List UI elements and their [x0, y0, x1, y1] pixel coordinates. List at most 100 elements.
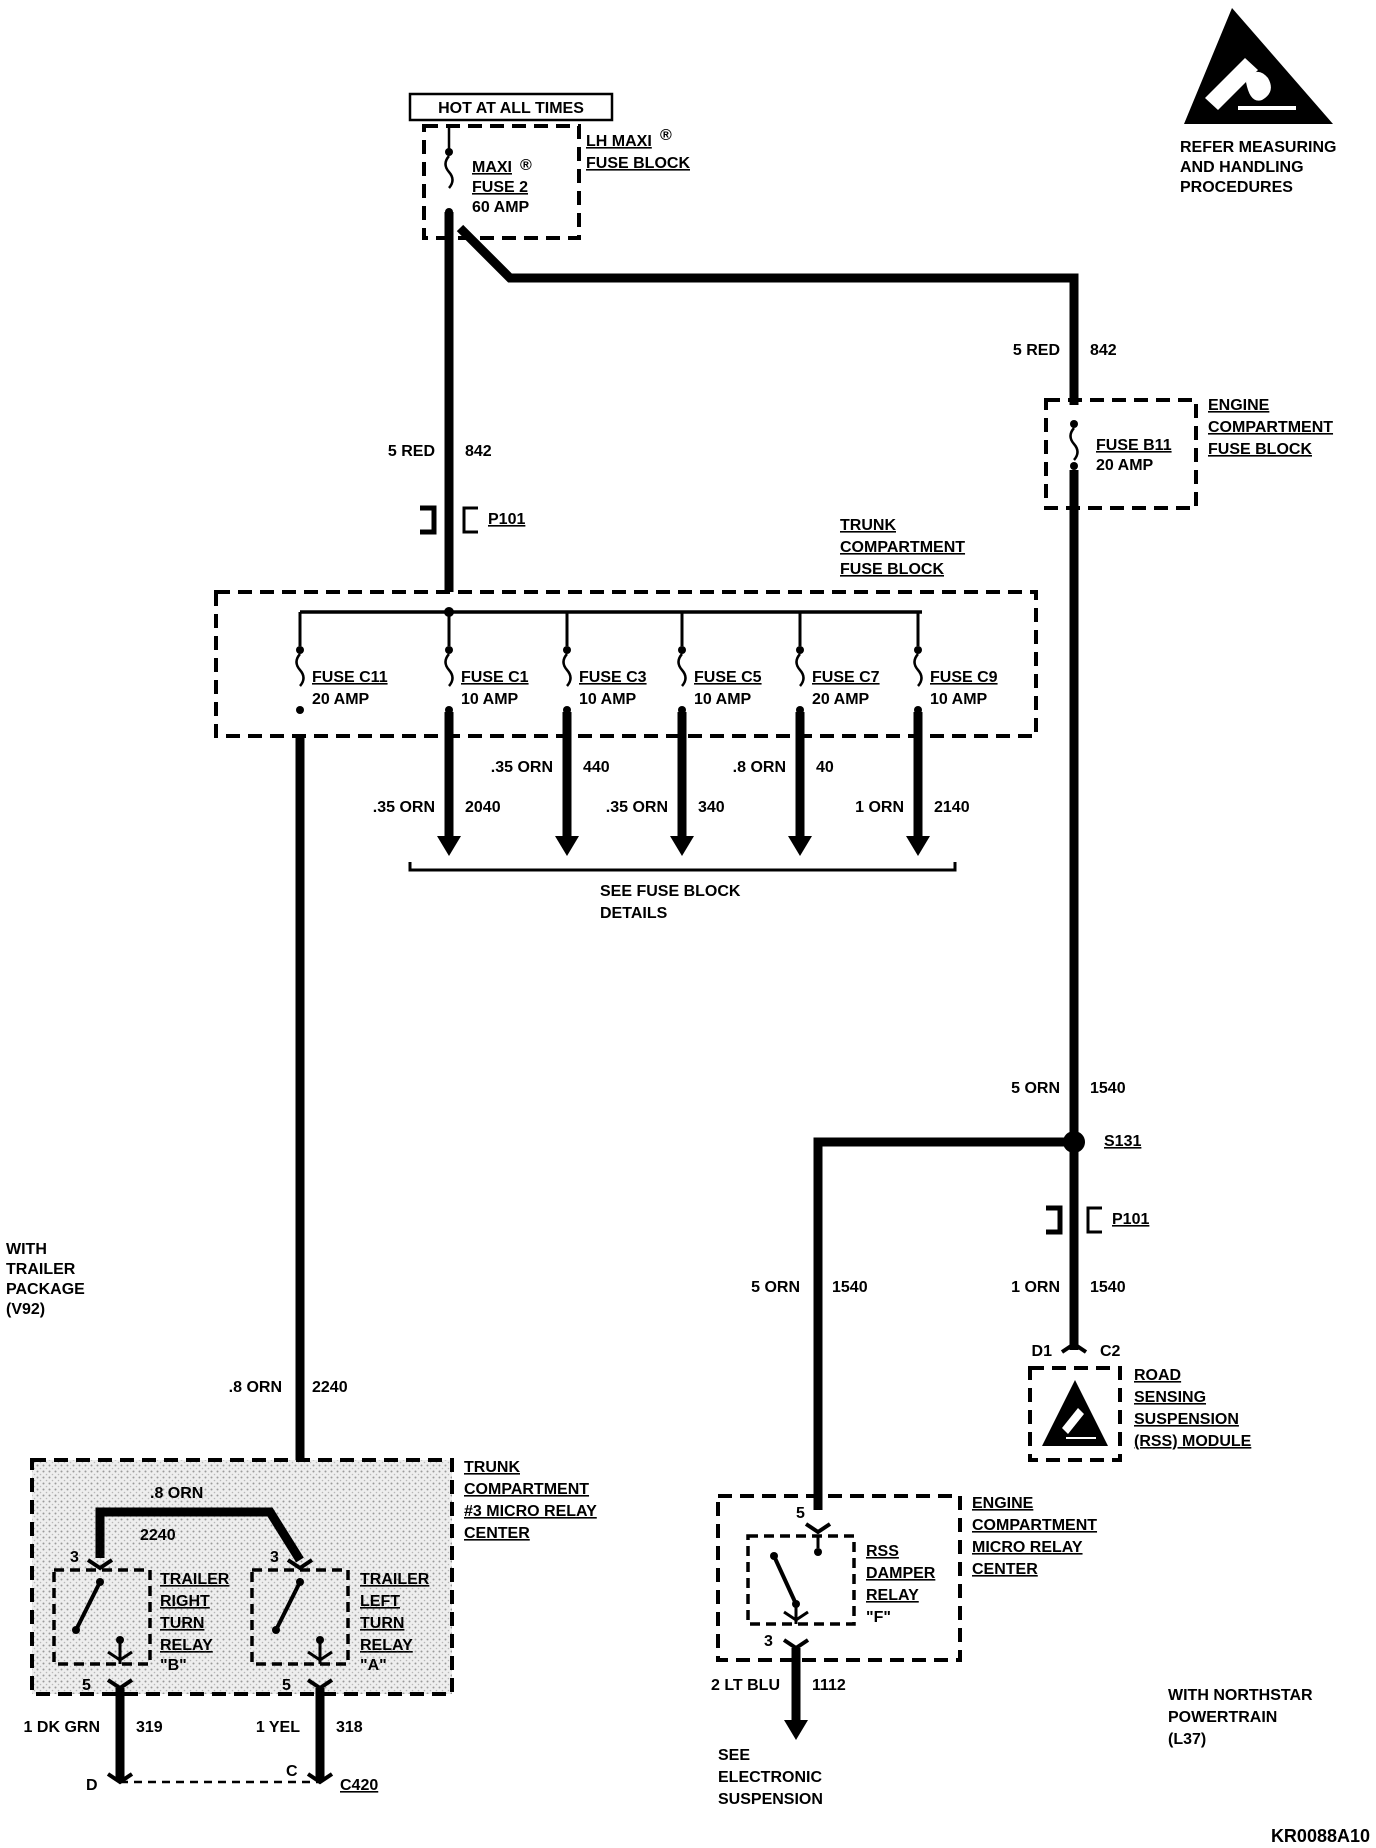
fuse-b11-rating: 20 AMP — [1096, 457, 1154, 474]
trailer-note-line-1: WITH — [6, 1241, 47, 1258]
damper-out-arrow — [784, 1720, 808, 1740]
fuse-output-arrow-0 — [437, 836, 461, 856]
electronic-suspension-line-2: ELECTRONIC — [718, 1769, 822, 1786]
trunk-fuse-2: FUSE C3 10 AMP — [562, 612, 647, 714]
left-main-gauge: 5 RED — [388, 443, 435, 460]
engine-fuse-block-label-2: COMPARTMENT — [1208, 419, 1333, 436]
right-relay-code: "B" — [160, 1657, 187, 1674]
rss-pin-d1: D1 — [1032, 1343, 1053, 1360]
northstar-note-line-1: WITH NORTHSTAR — [1168, 1687, 1313, 1704]
trailer-feed-gauge: .8 ORN — [229, 1379, 282, 1396]
trunk-fuse-name-2: FUSE C3 — [579, 669, 647, 686]
engine-micro-relay-label-1: ENGINE — [972, 1495, 1034, 1512]
fuse-b11-label: FUSE B11 — [1096, 437, 1172, 454]
trunk-fuse-block-label-2: COMPARTMENT — [840, 539, 965, 556]
trunk-micro-relay-label-4: CENTER — [464, 1525, 530, 1542]
rss-feed-circuit: 1540 — [1090, 1279, 1126, 1296]
right-relay-pin-5: 5 — [82, 1677, 91, 1694]
fuse-output-gauge-3: .8 ORN — [733, 759, 786, 776]
trunk-fuse-block-label-3: FUSE BLOCK — [840, 561, 944, 578]
fuse-output-arrow-2 — [670, 836, 694, 856]
rss-pin-c2: C2 — [1100, 1343, 1121, 1360]
left-relay-label-3: TURN — [360, 1615, 404, 1632]
rss-module-connector — [1060, 1341, 1088, 1354]
trailer-note-line-4: (V92) — [6, 1301, 45, 1318]
rss-module-label-1: ROAD — [1134, 1367, 1181, 1384]
fuse-output-arrow-1 — [555, 836, 579, 856]
left-relay-pin-3: 3 — [270, 1549, 279, 1566]
right-turn-out-circuit: 319 — [136, 1719, 163, 1736]
fuse-output-gauge-1: .35 ORN — [491, 759, 553, 776]
engine-fuse-block-label-1: ENGINE — [1208, 397, 1270, 414]
right-main-circuit: 842 — [1090, 342, 1117, 359]
c420-term-d: D — [86, 1777, 98, 1794]
trunk-fuse-rating-5: 10 AMP — [930, 691, 988, 708]
damper-out-circuit: 1112 — [812, 1677, 846, 1694]
fuse-outputs-bracket — [408, 862, 957, 872]
trunk-fuse-block — [214, 590, 1038, 738]
p101-top-label: P101 — [488, 511, 525, 528]
fuse-output-gauge-4: 1 ORN — [855, 799, 904, 816]
fuse-output-circuit-2: 340 — [698, 799, 725, 816]
maxi-fuse-label-1: MAXI — [472, 159, 512, 176]
northstar-note-line-3: (L37) — [1168, 1731, 1206, 1748]
left-relay-label-2: LEFT — [360, 1593, 400, 1610]
fuse-output-gauge-2: .35 ORN — [606, 799, 668, 816]
engine-fuse-block: FUSE B11 20 AMP — [1044, 398, 1198, 510]
engine-micro-relay-label-4: CENTER — [972, 1561, 1038, 1578]
rss-module — [1028, 1366, 1122, 1462]
left-turn-out-circuit: 318 — [336, 1719, 363, 1736]
damper-relay-pin-5: 5 — [796, 1505, 805, 1522]
northstar-note-line-2: POWERTRAIN — [1168, 1709, 1277, 1726]
fuse-output-arrow-3 — [788, 836, 812, 856]
trunk-fuse-rating-0: 20 AMP — [312, 691, 370, 708]
maxi-fuse-rating: 60 AMP — [472, 199, 530, 216]
trunk-micro-relay-label-1: TRUNK — [464, 1459, 520, 1476]
right-relay-label-4: RELAY — [160, 1637, 213, 1654]
trunk-fuse-name-3: FUSE C5 — [694, 669, 762, 686]
trunk-fuse-rating-1: 10 AMP — [461, 691, 519, 708]
trailer-note-line-2: TRAILER — [6, 1261, 76, 1278]
lh-maxi-fuse-block-label-1: LH MAXI — [586, 133, 652, 150]
trailer-note-line-3: PACKAGE — [6, 1281, 85, 1298]
engine-micro-relay-label-3: MICRO RELAY — [972, 1539, 1083, 1556]
right-lower-gauge: 5 ORN — [1011, 1080, 1060, 1097]
fuse-output-circuit-1: 440 — [583, 759, 610, 776]
esd-warning-line-3: PROCEDURES — [1180, 179, 1293, 196]
damper-relay-label-3: RELAY — [866, 1587, 919, 1604]
trunk-fuse-rating-2: 10 AMP — [579, 691, 637, 708]
left-relay-pin-5: 5 — [282, 1677, 291, 1694]
esd-warning-line-2: AND HANDLING — [1180, 159, 1304, 176]
fuse-output-circuit-4: 2140 — [934, 799, 970, 816]
hot-at-all-times-box: HOT AT ALL TIMES — [408, 92, 614, 122]
maxi-fuse-reg-mark: ® — [520, 157, 532, 174]
c420-label: C420 — [340, 1777, 378, 1794]
right-lower-circuit: 1540 — [1090, 1080, 1126, 1097]
esd-warning-icon — [1184, 8, 1333, 124]
relay-jumper-gauge: .8 ORN — [150, 1485, 203, 1502]
fuse-output-2: .35 ORN 340 — [606, 712, 725, 856]
fuse-output-arrow-4 — [906, 836, 930, 856]
right-main-wire — [456, 224, 1079, 405]
left-relay-label-4: RELAY — [360, 1637, 413, 1654]
right-relay-label-1: TRAILER — [160, 1571, 230, 1588]
trunk-fuse-rating-4: 20 AMP — [812, 691, 870, 708]
lh-maxi-fuse-block-label-2: FUSE BLOCK — [586, 155, 690, 172]
left-relay-code: "A" — [360, 1657, 387, 1674]
fuse-output-gauge-0: .35 ORN — [373, 799, 435, 816]
damper-out-gauge: 2 LT BLU — [711, 1677, 780, 1694]
damper-relay-label-2: DAMPER — [866, 1565, 936, 1582]
c420-connector: D C C420 — [86, 1763, 378, 1794]
relay-jumper-circuit: 2240 — [140, 1527, 176, 1544]
p101-connector-right: P101 — [1046, 1205, 1149, 1235]
fuse-output-4: 1 ORN 2140 — [855, 712, 970, 856]
trailer-feed-circuit: 2240 — [312, 1379, 348, 1396]
damper-feed-circuit: 1540 — [832, 1279, 868, 1296]
trailer-left-turn-relay — [250, 1568, 350, 1666]
